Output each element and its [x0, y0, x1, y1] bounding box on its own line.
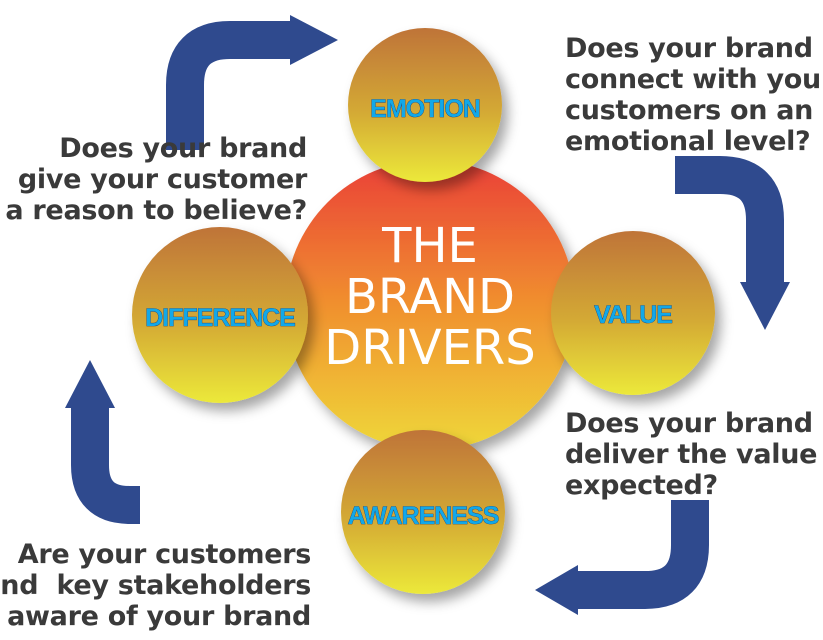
- cycle-arrows: [71, 21, 784, 609]
- arrow-emotion-to-value: [675, 156, 784, 285]
- center-circle: [285, 160, 575, 450]
- question-value: Does your brand deliver the value expect…: [565, 408, 818, 501]
- question-emotion: Does your brand connect with your custom…: [565, 33, 823, 157]
- arrowhead-down-icon: [740, 282, 790, 330]
- label-emotion: EMOTION: [370, 95, 480, 123]
- label-awareness: AWARENESS: [348, 502, 499, 530]
- question-awareness: Are your customers and key stakeholders …: [0, 539, 311, 632]
- center-line-1: THE: [381, 218, 478, 274]
- arrow-value-to-awareness: [575, 500, 709, 609]
- question-difference: Does your brand give your customer a rea…: [5, 133, 307, 226]
- arrowhead-left-icon: [535, 565, 578, 615]
- label-difference: DIFFERENCE: [145, 304, 295, 332]
- arrow-awareness-to-difference: [71, 405, 140, 524]
- circle-emotion: [348, 28, 502, 182]
- arrowhead-up-icon: [65, 360, 115, 408]
- label-value: VALUE: [594, 301, 672, 329]
- arrow-difference-to-emotion: [166, 21, 295, 150]
- circle-difference: [132, 227, 308, 403]
- circle-value: [551, 231, 715, 395]
- arrowhead-right-icon: [290, 15, 338, 65]
- center-line-3: DRIVERS: [324, 320, 535, 376]
- center-line-2: BRAND: [345, 269, 515, 325]
- circle-awareness: [341, 430, 505, 594]
